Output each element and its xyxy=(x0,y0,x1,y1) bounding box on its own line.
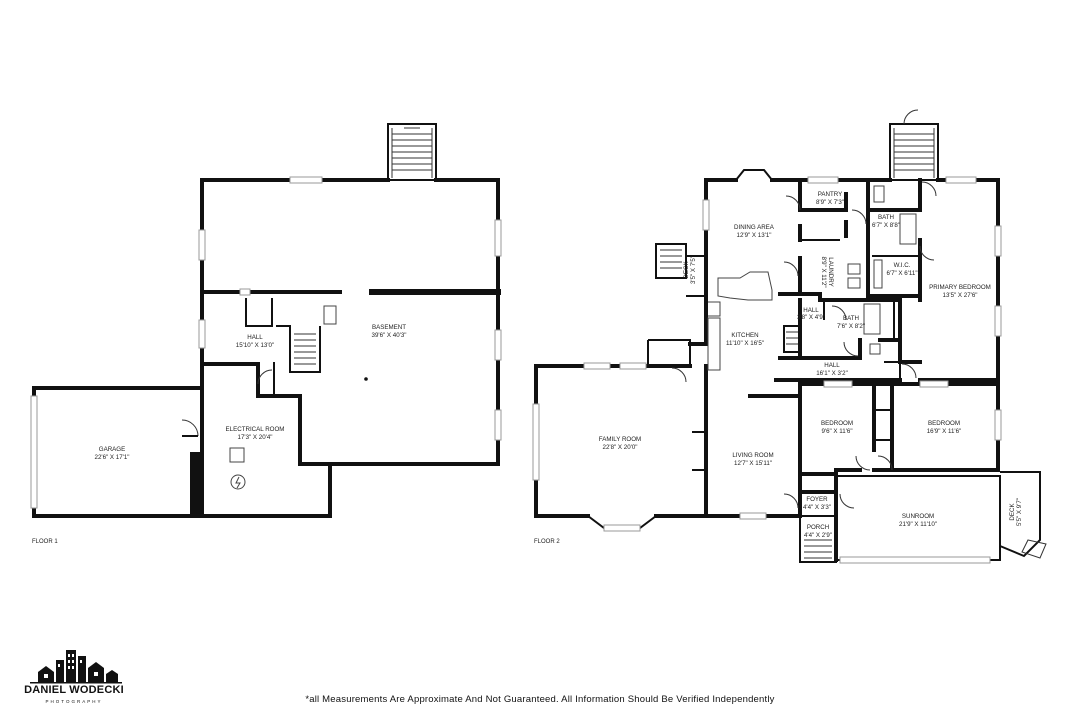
room-label-bedroom-1: BEDROOM xyxy=(821,420,853,427)
room-label-family-room: FAMILY ROOM xyxy=(599,436,641,443)
room-label-foyer: FOYER xyxy=(806,496,828,503)
room-label-bath-2: BATH xyxy=(843,315,859,322)
floor-1 xyxy=(30,123,502,518)
room-label-dining-area: DINING AREA xyxy=(734,224,775,231)
room-dims-hall-long: 16'1" X 3'2" xyxy=(816,370,848,377)
room-dims-foyer: 4'4" X 3'3" xyxy=(803,504,831,511)
room-dims-deck-1: 3'5" X 7'5" xyxy=(690,256,697,284)
room-dims-bath-2: 7'6" X 8'2" xyxy=(837,323,865,330)
room-dims-hall-f1: 15'10" X 13'0" xyxy=(236,342,274,349)
room-label-electrical-room: ELECTRICAL ROOM xyxy=(226,426,285,433)
room-dims-wic: 6'7" X 6'11" xyxy=(886,270,917,277)
room-label-bedroom-2: BEDROOM xyxy=(928,420,960,427)
room-label-garage: GARAGE xyxy=(99,446,125,453)
room-dims-laundry: 8'9" X 11'2" xyxy=(820,256,827,287)
room-label-living-room: LIVING ROOM xyxy=(732,452,773,459)
floor-2 xyxy=(532,109,1047,564)
floor-plan: GARAGE 22'6" X 17'1" HALL 15'10" X 13'0"… xyxy=(30,109,1047,564)
room-dims-electrical-room: 17'3" X 20'4" xyxy=(238,434,273,441)
room-dims-sunroom: 21'9" X 11'10" xyxy=(899,521,937,528)
room-dims-kitchen: 11'10" X 16'5" xyxy=(726,340,764,347)
room-dims-hall-small: 3'8" X 4'9" xyxy=(797,314,825,321)
logo-subtitle: PHOTOGRAPHY xyxy=(45,699,103,704)
room-label-deck-1: DECK xyxy=(683,261,690,279)
room-dims-primary-bedroom: 13'5" X 27'6" xyxy=(943,292,978,299)
room-dims-family-room: 22'8" X 20'0" xyxy=(603,444,638,451)
room-dims-deck-2: 5'5" X 9'7" xyxy=(1016,498,1023,526)
room-label-hall-long: HALL xyxy=(824,362,840,369)
room-dims-living-room: 12'7" X 15'11" xyxy=(734,460,772,467)
company-logo: DANIEL WODECKI PHOTOGRAPHY xyxy=(22,646,126,704)
city-skyline-icon xyxy=(30,650,122,684)
floor-label-1: FLOOR 1 xyxy=(32,539,58,545)
room-dims-bedroom-1: 9'6" X 11'6" xyxy=(821,428,852,435)
room-dims-pantry: 8'9" X 7'3" xyxy=(816,199,844,206)
room-label-kitchen: KITCHEN xyxy=(731,332,758,339)
room-label-deck-2: DECK xyxy=(1009,503,1016,521)
floor-label-2: FLOOR 2 xyxy=(534,539,560,545)
room-dims-porch: 4'4" X 2'9" xyxy=(804,532,832,539)
room-dims-bedroom-2: 16'9" X 11'6" xyxy=(927,428,962,435)
room-dims-bath-1: 6'7" X 8'8" xyxy=(872,222,900,229)
room-dims-garage: 22'6" X 17'1" xyxy=(95,454,130,461)
room-label-hall-small: HALL xyxy=(803,307,819,314)
room-dims-dining-area: 12'9" X 13'1" xyxy=(737,232,772,239)
room-label-wic: W.I.C. xyxy=(894,262,911,269)
room-label-hall-f1: HALL xyxy=(247,334,263,341)
room-dims-basement: 39'6" X 40'3" xyxy=(372,332,407,339)
room-label-porch: PORCH xyxy=(807,524,829,531)
room-label-laundry: LAUNDRY xyxy=(827,257,834,286)
room-label-basement: BASEMENT xyxy=(372,324,406,331)
room-label-pantry: PANTRY xyxy=(818,191,843,198)
room-label-primary-bedroom: PRIMARY BEDROOM xyxy=(929,284,991,291)
logo-name: DANIEL WODECKI xyxy=(24,684,124,696)
room-label-bath-1: BATH xyxy=(878,214,894,221)
room-label-sunroom: SUNROOM xyxy=(902,513,934,520)
room-labels: GARAGE 22'6" X 17'1" HALL 15'10" X 13'0"… xyxy=(32,191,1023,545)
disclaimer-text: *all Measurements Are Approximate And No… xyxy=(305,694,775,705)
